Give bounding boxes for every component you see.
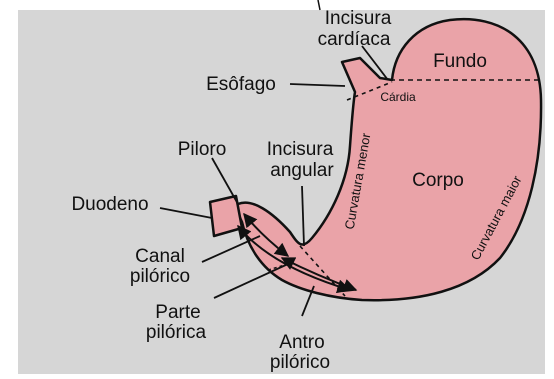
label-piloro: Piloro — [178, 139, 227, 160]
label-duodeno: Duodeno — [71, 194, 148, 215]
label-incisura-cardiaca-line2: cardíaca — [318, 29, 391, 50]
label-esofago: Esôfago — [206, 74, 276, 95]
label-incisura-cardiaca-line1: Incisura — [325, 8, 392, 29]
label-parte-pilorica-line1: Parte — [155, 302, 200, 323]
label-corpo: Corpo — [412, 170, 464, 191]
label-canal-pilorico-line2: pilórico — [130, 266, 190, 287]
label-cardia: Cárdia — [380, 90, 416, 104]
label-fundo: Fundo — [433, 51, 487, 72]
label-antro-pilorico-line1: Antro — [279, 332, 324, 353]
label-canal-pilorico-line1: Canal — [135, 246, 185, 267]
label-incisura-angular-line1: Incisura — [267, 139, 334, 160]
label-incisura-angular-line2: angular — [270, 160, 334, 181]
label-antro-pilorico-line2: pilórico — [270, 352, 330, 373]
label-parte-pilorica-line2: pilórica — [146, 322, 207, 343]
top-tick-mark — [318, 0, 320, 10]
